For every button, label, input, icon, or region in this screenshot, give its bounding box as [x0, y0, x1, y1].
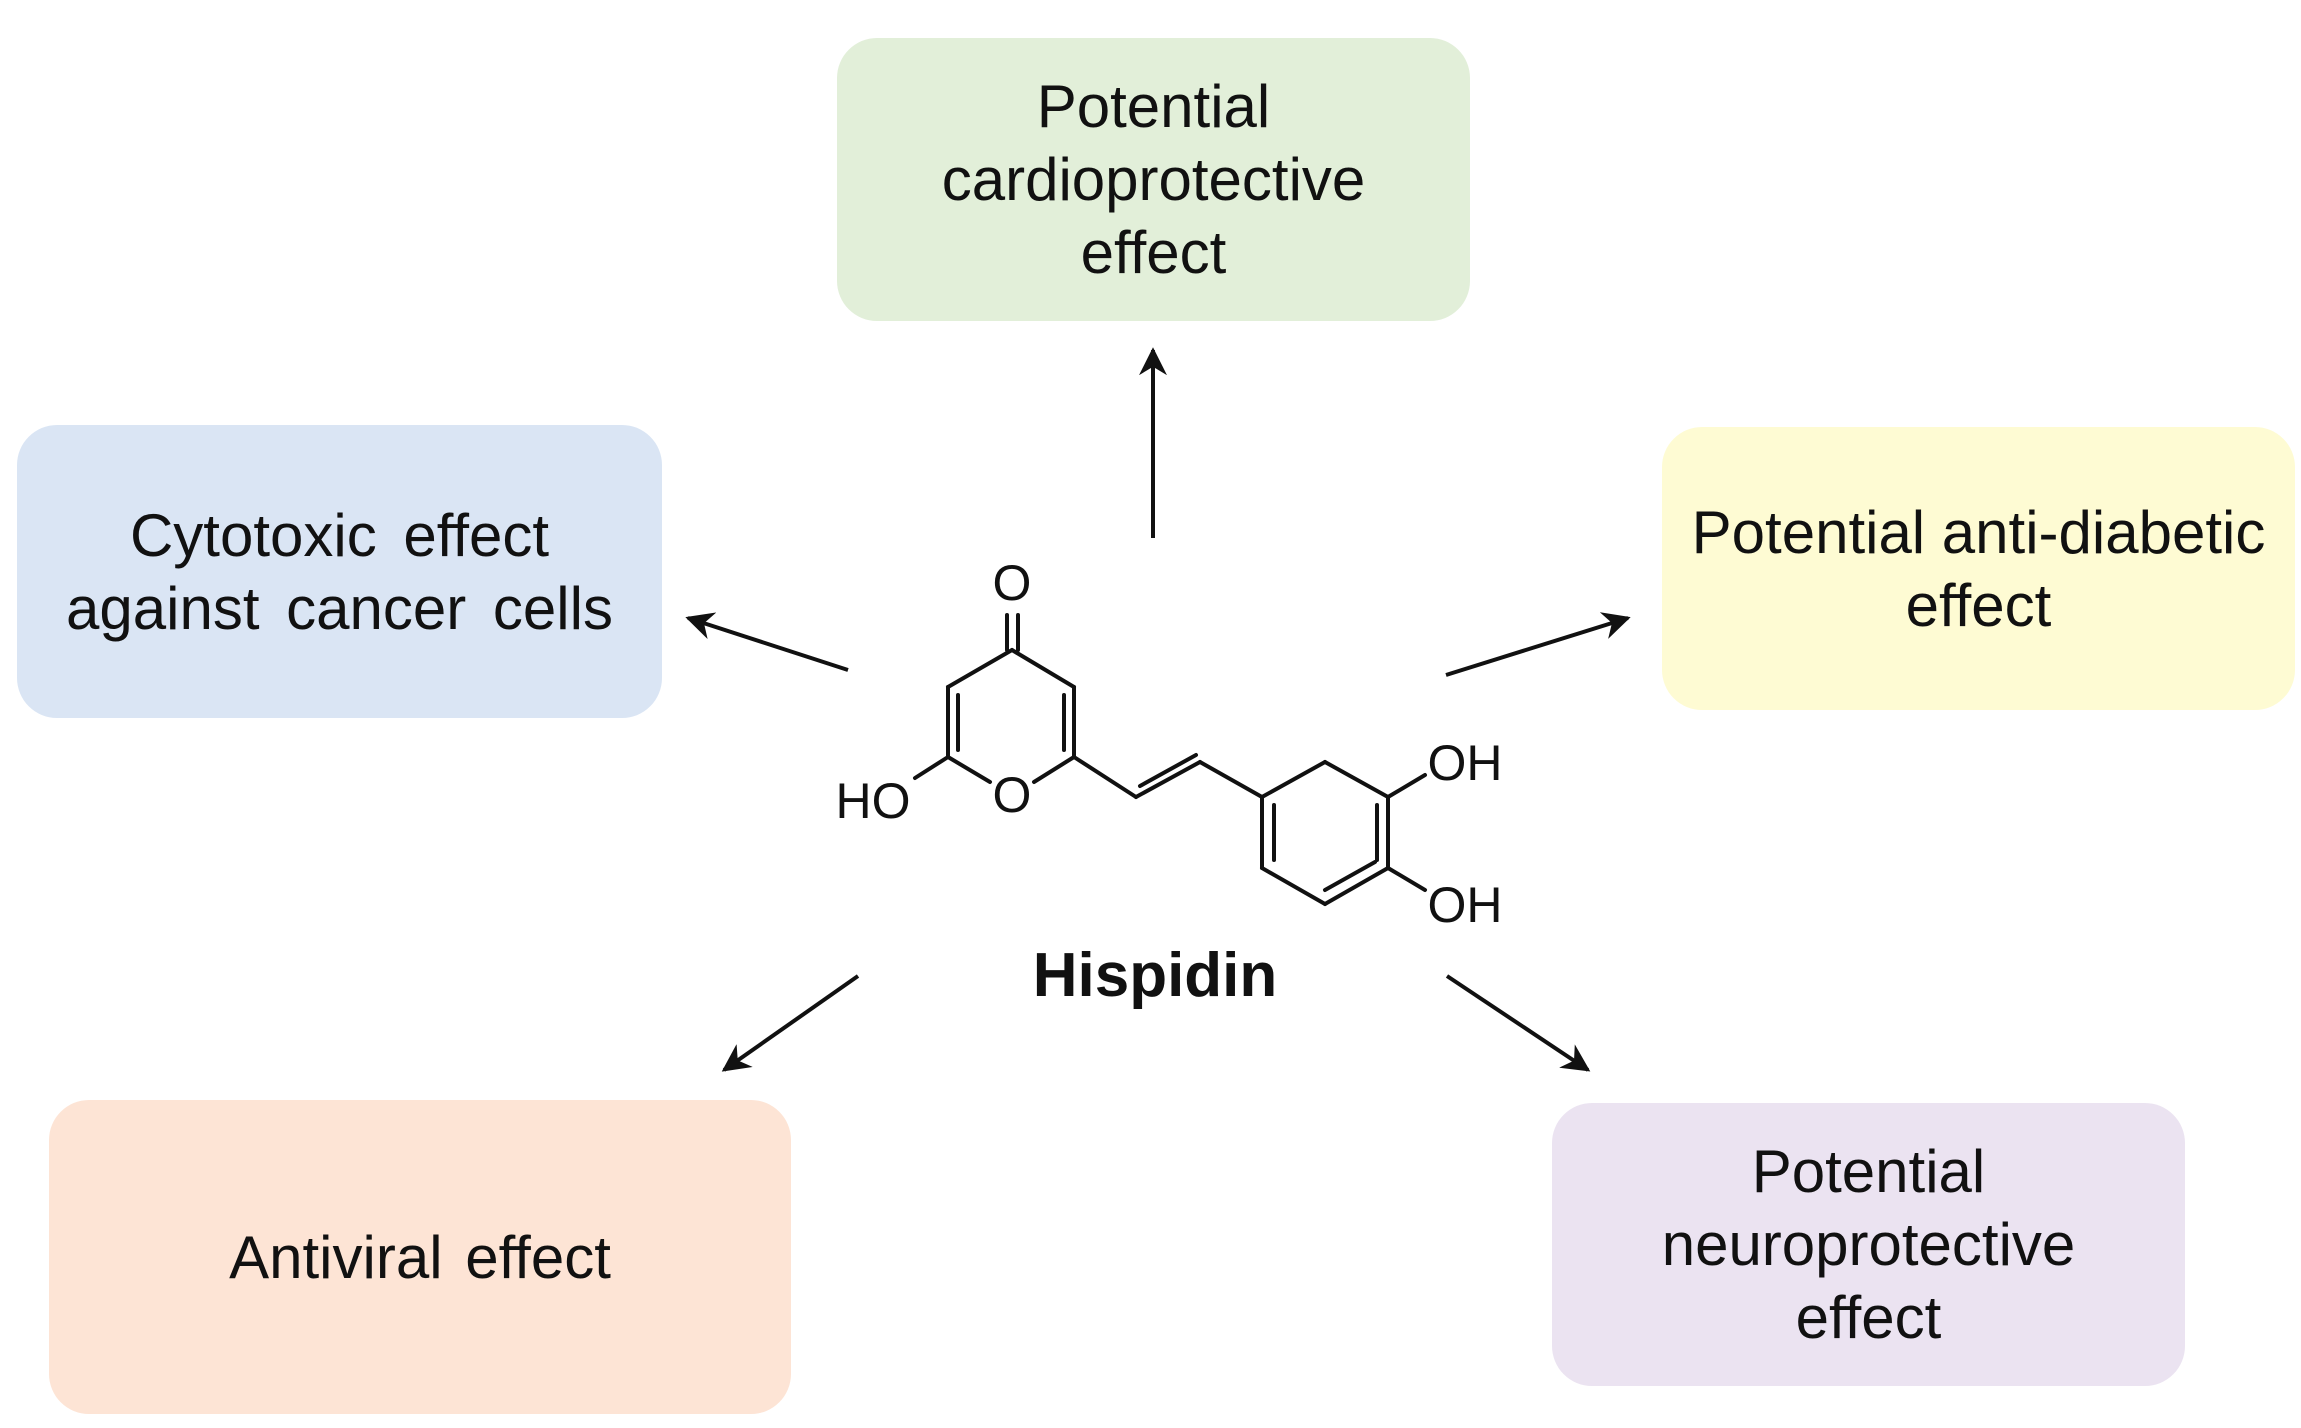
effect-label-neuroprotective: Potential neuroprotective effect — [1661, 1138, 2076, 1351]
arrow-to-antiviral — [721, 974, 860, 1072]
effect-label-cytotoxic: Cytotoxic effect against cancer cells — [66, 501, 613, 642]
effect-box-cardioprotective: Potential cardioprotective effect — [837, 38, 1470, 321]
hydroxyl-top-label: OH — [1428, 735, 1503, 791]
effect-box-neuroprotective: Potential neuroprotective effect — [1552, 1103, 2185, 1386]
effect-box-antiviral: Antiviral effect — [49, 1100, 791, 1414]
hydroxyl-bottom-label: OH — [1428, 877, 1503, 933]
hydroxyl-left-label: HO — [836, 773, 911, 829]
arrow-to-neuroprotective — [1445, 974, 1591, 1072]
effect-box-cytotoxic: Cytotoxic effect against cancer cells — [17, 425, 662, 718]
effect-box-antidiabetic: Potential anti-diabetic effect — [1662, 427, 2295, 710]
effect-label-antidiabetic: Potential anti-diabetic effect — [1691, 498, 2266, 639]
carbonyl-oxygen-label: O — [993, 555, 1032, 611]
arrow-to-cytotoxic — [685, 612, 849, 672]
hispidin-structure — [913, 613, 1427, 906]
compound-name: Hispidin — [1032, 941, 1278, 1010]
effect-label-antiviral: Antiviral effect — [229, 1223, 611, 1291]
arrow-to-antidiabetic — [1445, 612, 1631, 677]
ring-oxygen-label: O — [993, 767, 1032, 823]
effect-label-cardioprotective: Potential cardioprotective effect — [941, 73, 1366, 286]
